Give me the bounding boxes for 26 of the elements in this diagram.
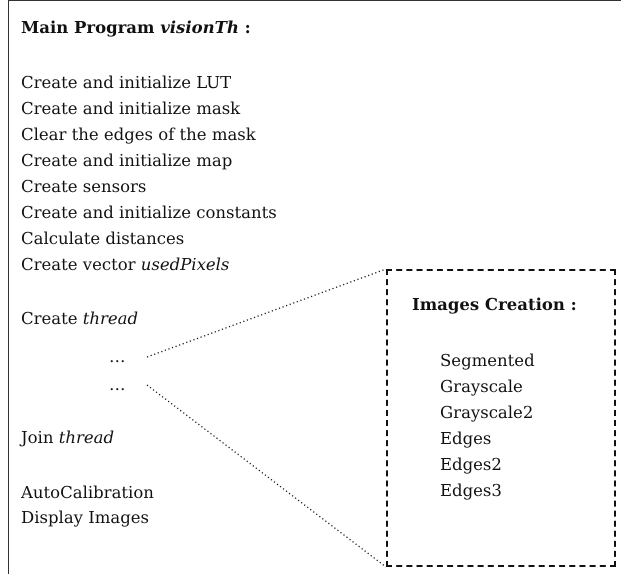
dashed-panel xyxy=(386,269,616,567)
step-text: Create and initialize constants xyxy=(21,203,277,223)
ellipsis-text: … xyxy=(109,347,126,367)
step-text: Clear the edges of the mask xyxy=(21,125,256,145)
ellipsis-text: … xyxy=(109,375,126,395)
program-panel xyxy=(8,0,621,574)
step-text: AutoCalibration xyxy=(21,483,154,503)
step-text: Create sensors xyxy=(21,177,146,197)
step-text: Calculate distances xyxy=(21,229,184,249)
heading: Images Creation : xyxy=(412,295,577,315)
leader-line xyxy=(146,268,386,358)
list-item: Edges2 xyxy=(440,455,502,475)
step-text: Create and initialize mask xyxy=(21,99,240,119)
list-item: Edges3 xyxy=(440,481,502,501)
list-item: Segmented xyxy=(440,351,535,371)
step-text: Create and initialize LUT xyxy=(21,73,232,93)
step-text: Create thread xyxy=(21,309,138,329)
step-text: Display Images xyxy=(21,508,150,528)
step-text: Create and initialize map xyxy=(21,151,232,171)
step-text: Join thread xyxy=(21,428,114,448)
leader-line xyxy=(146,384,386,568)
list-item: Grayscale2 xyxy=(440,403,534,423)
list-item: Edges xyxy=(440,429,492,449)
list-item: Grayscale xyxy=(440,377,523,397)
step-text: Create vector usedPixels xyxy=(21,255,230,275)
heading: Main Program visionTh : xyxy=(21,18,251,38)
